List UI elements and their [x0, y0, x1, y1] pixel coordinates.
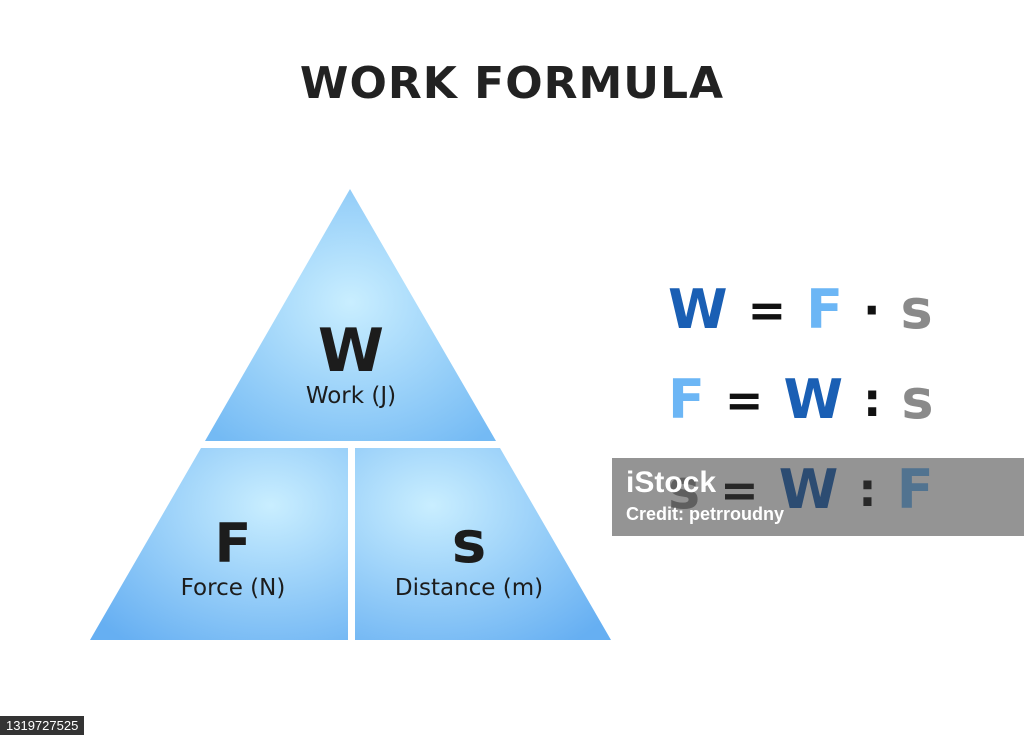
equation-work: W = F · s: [668, 278, 1008, 341]
triangle-left-label: Force (N): [180, 575, 286, 601]
triangle-top-symbol: W: [317, 316, 385, 386]
watermark-logo: iStock: [626, 466, 717, 499]
triangle-right-label: Distance (m): [394, 575, 544, 601]
eq2-colon: :: [863, 372, 882, 427]
equation-force: F = W : s: [668, 368, 1008, 431]
image-id-tag: 1319727525: [0, 716, 85, 735]
eq1-equals: =: [747, 282, 787, 337]
watermark-credit: Credit: petrroudny: [626, 504, 785, 524]
eq2-s: s: [901, 368, 934, 431]
triangle-right-section: [355, 448, 611, 640]
eq1-s: s: [900, 278, 933, 341]
eq1-f: F: [806, 278, 844, 341]
eq2-equals: =: [724, 372, 764, 427]
page-title: WORK FORMULA: [299, 58, 725, 109]
eq2-f: F: [668, 368, 705, 431]
triangle-right-symbol: s: [451, 508, 487, 576]
triangle-top-label: Work (J): [305, 383, 397, 409]
triangle-left-section: [90, 448, 348, 640]
eq2-w: W: [783, 368, 844, 431]
triangle-left-symbol: F: [214, 512, 252, 575]
eq1-dot: ·: [863, 282, 881, 337]
watermark-banner: iStock Credit: petrroudny: [612, 458, 1024, 536]
eq1-w: W: [668, 278, 728, 341]
triangle-top-section: [205, 189, 496, 441]
